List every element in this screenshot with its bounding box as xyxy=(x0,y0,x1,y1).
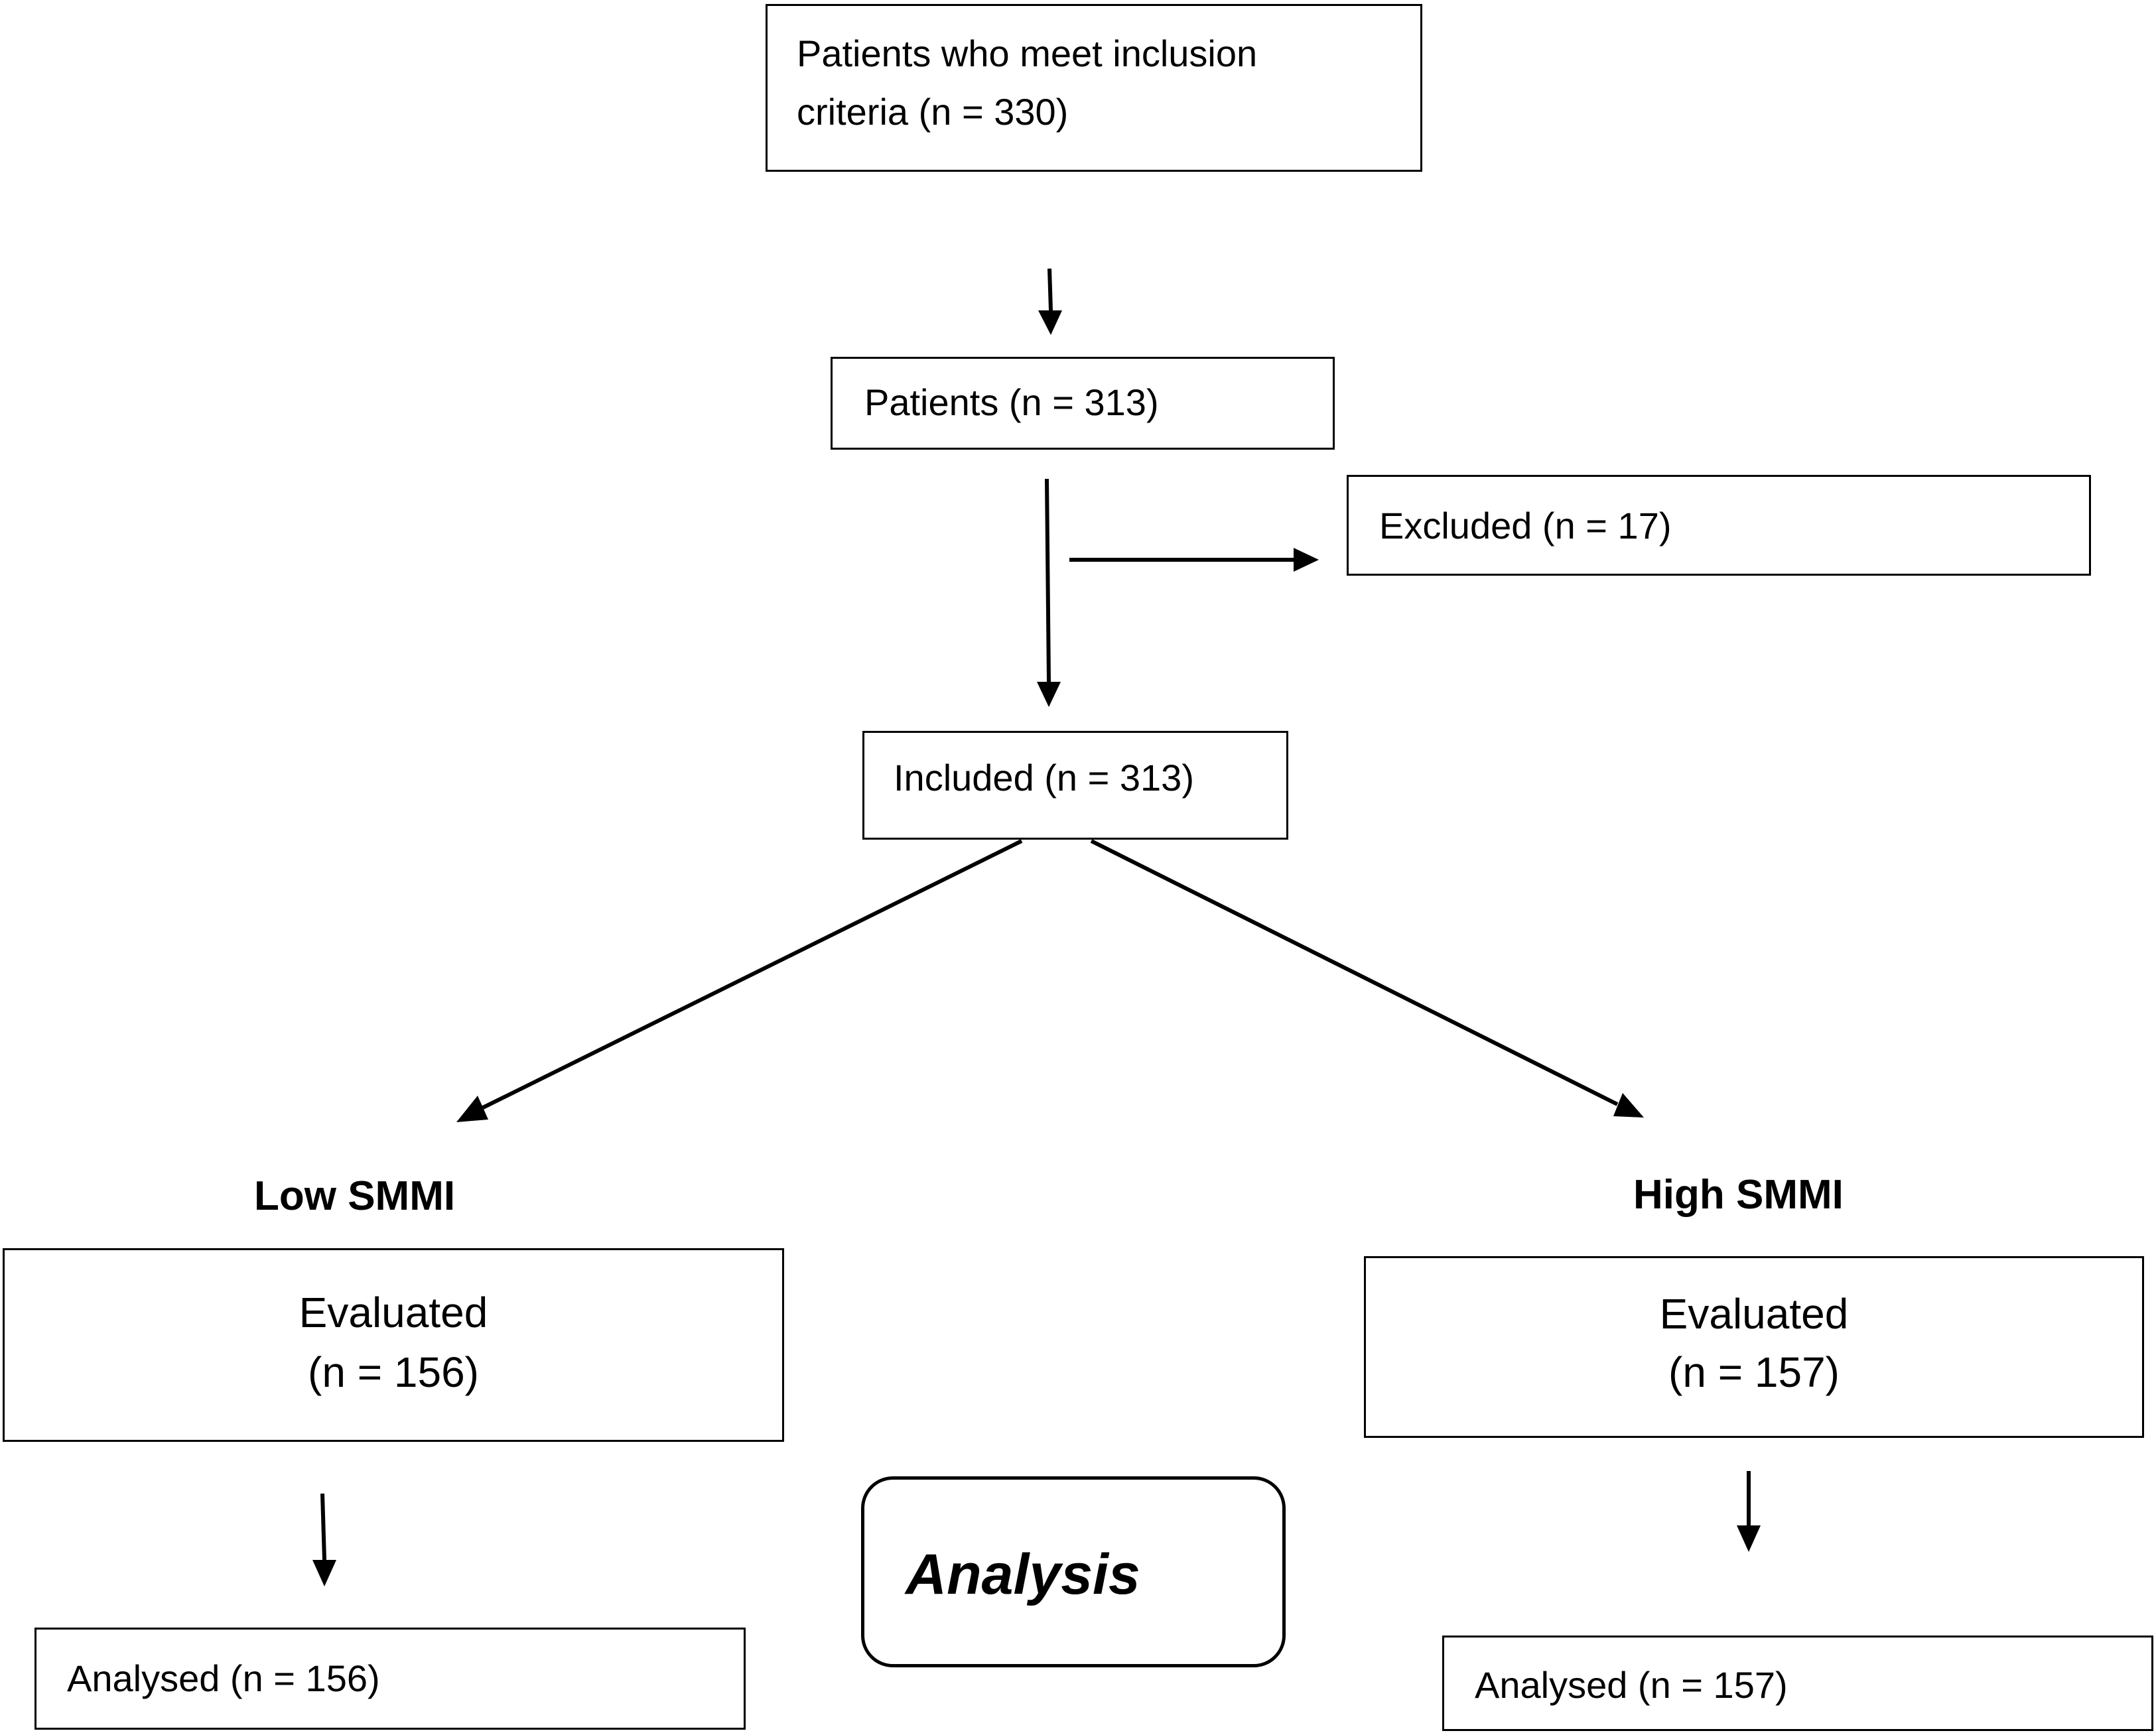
arrowhead xyxy=(1613,1093,1644,1118)
arrow-patients-to-included xyxy=(1045,478,1051,682)
excluded-label: Excluded (n = 17) xyxy=(1379,505,1672,546)
high-smmi-heading: High SMMI xyxy=(1633,1172,1844,1218)
low-evaluated-count: (n = 156) xyxy=(308,1348,479,1396)
included-label: Included (n = 313) xyxy=(894,757,1194,799)
low-smmi-heading: Low SMMI xyxy=(254,1173,456,1219)
arrowhead xyxy=(1038,310,1062,335)
arrowhead xyxy=(1737,1525,1761,1552)
eligible-label-line2: criteria (n = 330) xyxy=(797,91,1069,133)
excluded-box: Excluded (n = 17) xyxy=(1347,475,2091,576)
analysis-box: Analysis xyxy=(861,1476,1286,1667)
high-evaluated-label: Evaluated xyxy=(1659,1290,1849,1338)
low-analysed-box: Analysed (n = 156) xyxy=(34,1628,746,1730)
low-evaluated-box: Evaluated (n = 156) xyxy=(3,1248,784,1442)
high-evaluated-box: Evaluated (n = 157) xyxy=(1364,1256,2144,1438)
arrowhead xyxy=(1294,548,1319,572)
low-evaluated-label: Evaluated xyxy=(299,1289,488,1336)
arrowhead xyxy=(1037,682,1061,707)
arrowhead xyxy=(456,1096,488,1122)
eligible-label-line1: Patients who meet inclusion xyxy=(797,32,1258,74)
low-analysed-label: Analysed (n = 156) xyxy=(67,1657,380,1699)
high-analysed-box: Analysed (n = 157) xyxy=(1442,1636,2153,1731)
eligible-box: Patients who meet inclusion criteria (n … xyxy=(766,4,1422,172)
included-box: Included (n = 313) xyxy=(862,731,1288,840)
arrow-low-evaluated-to-analysed xyxy=(320,1493,326,1561)
arrow-included-to-high xyxy=(1090,839,1619,1106)
arrowhead xyxy=(312,1560,336,1586)
high-analysed-label: Analysed (n = 157) xyxy=(1475,1664,1788,1706)
analysis-label: Analysis xyxy=(906,1543,1140,1606)
patients-box: Patients (n = 313) xyxy=(831,357,1335,450)
arrow-included-to-low xyxy=(482,839,1023,1110)
arrow-eligible-to-patients xyxy=(1047,268,1053,311)
patients-label: Patients (n = 313) xyxy=(864,381,1159,423)
high-evaluated-count: (n = 157) xyxy=(1668,1348,1840,1396)
